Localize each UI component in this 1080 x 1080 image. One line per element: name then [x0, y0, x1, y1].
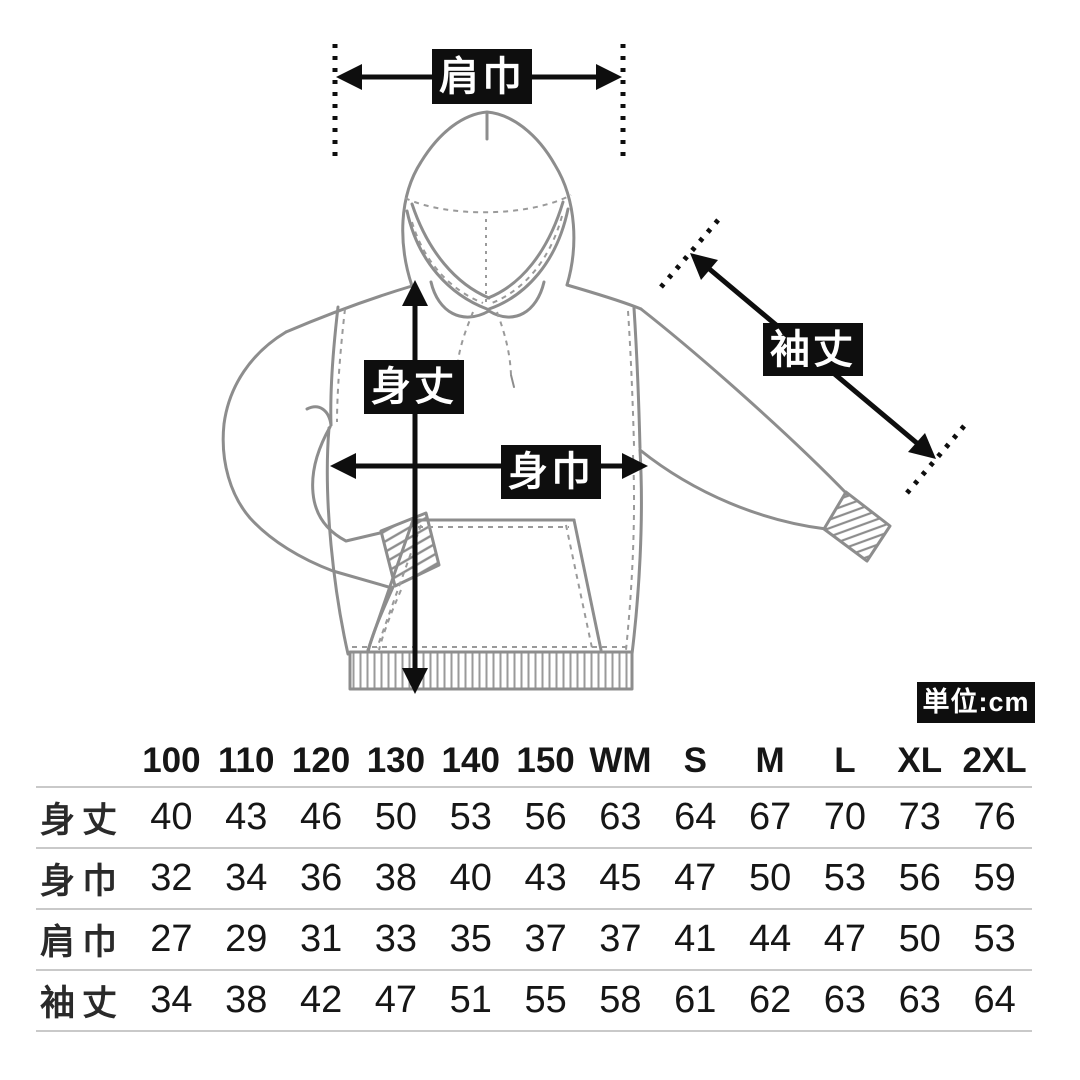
cell: 62 — [748, 979, 792, 1021]
cell: 59 — [973, 857, 1016, 899]
right-cuff-rib — [822, 490, 892, 563]
cell: 29 — [225, 918, 268, 960]
measurement-annotations — [330, 44, 967, 694]
left-shoulder — [284, 284, 414, 334]
size-column-header: 130 — [366, 741, 426, 780]
cell: 50 — [748, 857, 792, 899]
cell: 64 — [674, 796, 717, 838]
cell: 43 — [225, 796, 268, 838]
drawstring-left — [456, 311, 474, 373]
cell: 46 — [299, 796, 343, 838]
cell: 50 — [898, 918, 941, 960]
cell: 40 — [449, 857, 492, 899]
cell: 63 — [823, 979, 867, 1021]
shoulder-width-label: 肩巾 — [432, 49, 532, 104]
drawcord-tip — [510, 374, 515, 388]
arrowheads — [330, 64, 936, 694]
size-column-header: 150 — [516, 741, 575, 780]
size-table-header-row: 100 110 120 130 140 150 WM S M L XL 2XL — [36, 736, 1032, 786]
size-column-header: 2XL — [962, 741, 1027, 780]
cell: 47 — [674, 857, 717, 899]
cell: 53 — [823, 857, 867, 899]
size-column-header: XL — [897, 741, 943, 780]
cell: 63 — [599, 796, 642, 838]
table-row-body-width: 身巾 32 34 36 38 40 43 45 47 50 53 56 59 — [36, 847, 1032, 908]
cell: 38 — [374, 857, 418, 899]
cell: 51 — [449, 979, 492, 1021]
cell: 45 — [599, 857, 642, 899]
cell: 50 — [374, 796, 418, 838]
left-side-seam — [325, 426, 350, 656]
cell: 58 — [599, 979, 642, 1021]
table-row-body-length: 身丈 40 43 46 50 53 56 63 64 67 70 73 76 — [36, 786, 1032, 847]
drawstring-right — [496, 311, 512, 376]
right-side-seam — [630, 448, 643, 656]
cell: 63 — [898, 979, 941, 1021]
cell: 73 — [898, 796, 941, 838]
cell: 35 — [449, 918, 492, 960]
size-column-header: 100 — [142, 741, 201, 780]
stitch-lines — [336, 194, 636, 651]
cell: 53 — [449, 796, 492, 838]
cell: 37 — [599, 918, 642, 960]
neckline — [429, 280, 491, 319]
hood — [401, 110, 576, 388]
cell: 43 — [524, 857, 567, 899]
right-sleeve — [638, 307, 892, 563]
cell: 53 — [973, 918, 1016, 960]
size-column-header: 120 — [291, 741, 351, 780]
cell: 40 — [150, 796, 193, 838]
cell: 34 — [225, 857, 268, 899]
cell: 61 — [674, 979, 717, 1021]
row-label: 身巾 — [40, 862, 125, 901]
size-column-header: WM — [589, 741, 652, 780]
cell: 56 — [524, 796, 567, 838]
cell: 33 — [374, 918, 418, 960]
cell: 36 — [299, 857, 343, 899]
table-row-sleeve-length: 袖丈 34 38 42 47 51 55 58 61 62 63 63 64 — [36, 969, 1032, 1030]
cell: 41 — [674, 918, 717, 960]
row-label: 身丈 — [40, 801, 125, 840]
cell: 38 — [225, 979, 268, 1021]
row-label: 肩巾 — [40, 923, 125, 962]
cell: 44 — [748, 918, 792, 960]
size-column-header: L — [834, 741, 856, 780]
cell: 64 — [973, 979, 1016, 1021]
size-column-header: S — [683, 741, 707, 780]
cell: 31 — [299, 918, 343, 960]
table-row-shoulder-width: 肩巾 27 29 31 33 35 37 37 41 44 47 50 53 — [36, 908, 1032, 969]
row-label: 袖丈 — [40, 984, 125, 1023]
cell: 47 — [823, 918, 867, 960]
size-table: 100 110 120 130 140 150 WM S M L XL 2XL … — [36, 736, 1032, 1032]
hem-rib — [348, 650, 634, 691]
size-column-header: M — [755, 741, 785, 780]
cell: 32 — [150, 857, 193, 899]
left-cuff-rib — [379, 511, 441, 588]
cell: 27 — [150, 918, 193, 960]
cell: 37 — [524, 918, 567, 960]
unit-badge: 単位:cm — [917, 682, 1035, 723]
size-column-header: 140 — [441, 741, 500, 780]
hoodie-diagram — [221, 44, 967, 694]
hood-brim-stitch — [404, 194, 572, 214]
cell: 76 — [973, 796, 1016, 838]
dotted-guides — [332, 44, 967, 495]
garment-outline — [221, 110, 892, 691]
cell: 42 — [299, 979, 343, 1021]
right-armhole-seam — [632, 306, 642, 450]
cell: 47 — [374, 979, 418, 1021]
sleeve-length-label: 袖丈 — [763, 323, 863, 376]
left-armhole-seam — [329, 305, 340, 427]
body-width-label: 身巾 — [501, 445, 601, 499]
pocket — [366, 518, 603, 652]
cell: 67 — [748, 796, 792, 838]
cell: 34 — [150, 979, 193, 1021]
cell: 56 — [898, 857, 941, 899]
size-column-header: 110 — [218, 741, 275, 780]
body-length-label: 身丈 — [364, 360, 464, 414]
body — [284, 283, 643, 656]
right-shoulder — [565, 283, 643, 311]
cell: 55 — [524, 979, 567, 1021]
cell: 70 — [823, 796, 867, 838]
